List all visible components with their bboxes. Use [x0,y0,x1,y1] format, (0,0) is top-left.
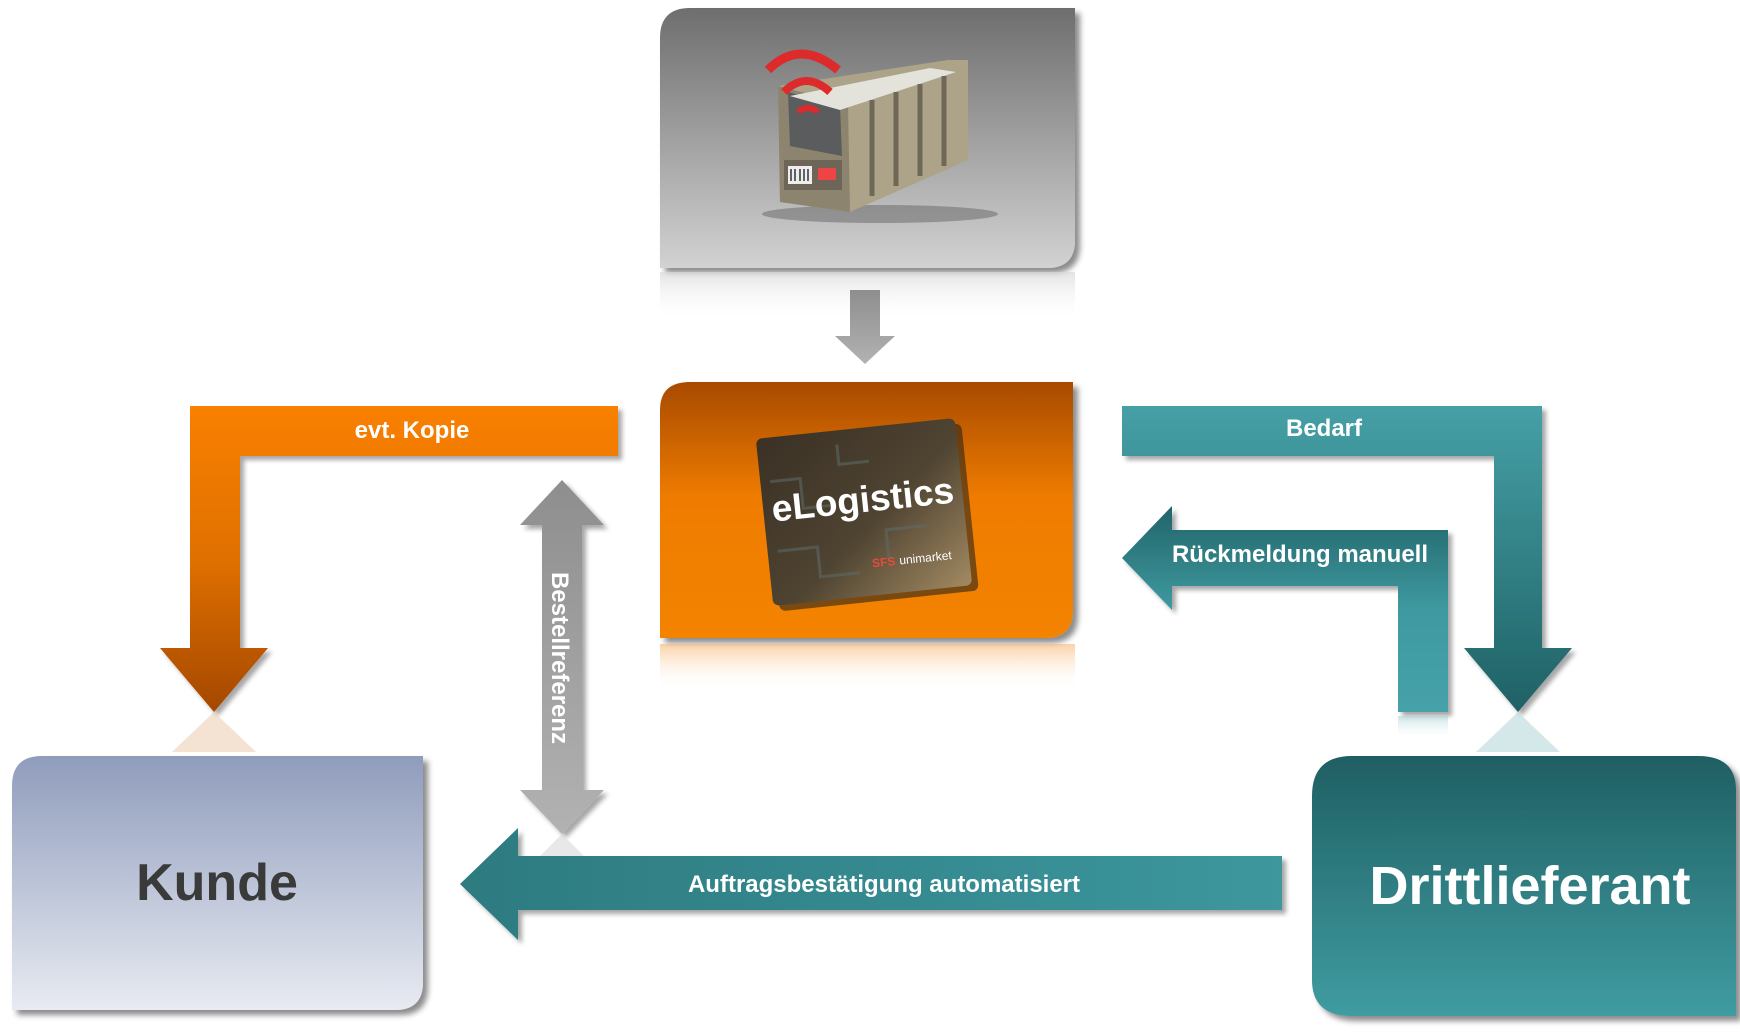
bedarf-arrow-reflection [1476,712,1560,752]
auftrag-arrow-shape [460,828,1282,940]
kunde-node: Kunde [12,756,423,1010]
bestellreferenz-arrow-shape [520,480,604,834]
elogistics-reflection [660,644,1075,690]
elogistics-card-brand: SFS [871,554,896,570]
rueckmeldung-arrow-shape [1122,506,1448,712]
rueckmeldung-label: Rückmeldung manuell [1172,541,1428,568]
kunde-box [12,756,423,1010]
evt-kopie-label: evt. Kopie [355,417,470,444]
bedarf-arrow-shape [1122,406,1572,712]
elogistics-node: eLogistics SFS unimarket [660,382,1075,690]
rueckmeldung-arrow-reflection [1398,716,1448,740]
auftrag-label: Auftragsbestätigung automatisiert [688,871,1080,898]
bedarf-label: Bedarf [1286,415,1363,442]
container-node [660,8,1075,322]
drittlieferant-node: Drittlieferant [1312,756,1736,1016]
bedarf-arrow: Bedarf [1122,406,1572,752]
rueckmeldung-arrow: Rückmeldung manuell [1122,506,1448,740]
elogistics-card-sub: unimarket [899,548,954,568]
drittlieferant-box [1312,756,1736,1016]
evt-kopie-arrow-shape [160,406,618,712]
elogistics-card: eLogistics SFS unimarket [756,418,979,611]
bestellreferenz-arrow: Bestellreferenz [520,480,604,872]
drittlieferant-label: Drittlieferant [1369,856,1690,916]
container-to-elogistics-arrow [835,290,895,364]
evt-kopie-arrow: evt. Kopie [160,406,618,752]
evt-kopie-arrow-reflection [172,712,256,752]
rfid-waste-container-icon [762,49,998,223]
bestellreferenz-label: Bestellreferenz [546,572,573,744]
kunde-label: Kunde [136,854,298,912]
auftrag-arrow: Auftragsbestätigung automatisiert [460,828,1282,940]
